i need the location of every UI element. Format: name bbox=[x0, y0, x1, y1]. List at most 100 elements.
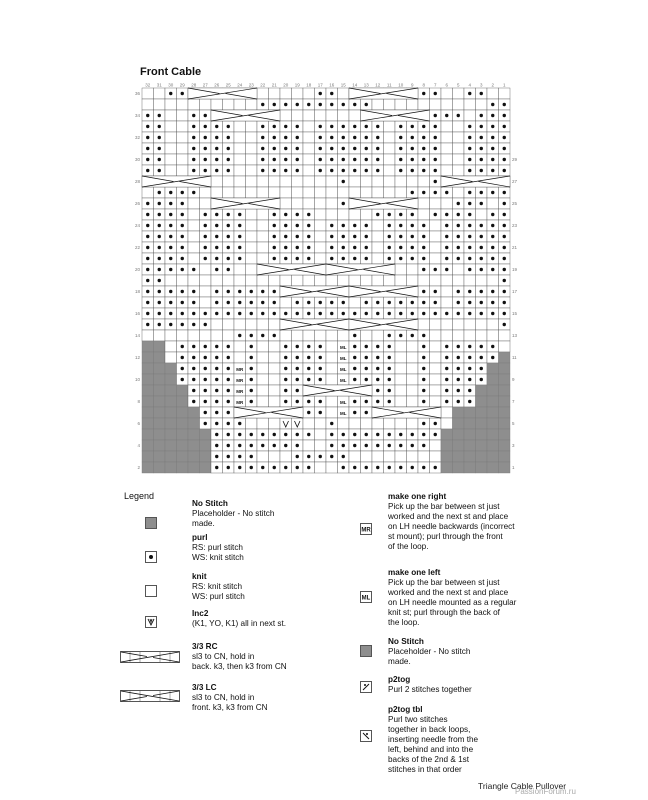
purl-dot bbox=[272, 168, 276, 173]
purl-dot bbox=[330, 223, 334, 228]
purl-dot bbox=[157, 113, 161, 118]
cable-crossing bbox=[325, 263, 396, 276]
purl-dot bbox=[249, 355, 253, 360]
purl-dot bbox=[146, 146, 150, 151]
column-label: 26 bbox=[214, 83, 220, 88]
legend-make-one-left: make one left Pick up the bar between st… bbox=[388, 568, 517, 627]
row-label-left: 14 bbox=[135, 333, 141, 338]
chart-cell bbox=[245, 186, 258, 199]
chart-cell bbox=[325, 340, 338, 353]
chart-cell bbox=[210, 318, 223, 331]
purl-dot bbox=[479, 146, 483, 151]
purl-dot bbox=[353, 410, 357, 415]
chart-cell bbox=[268, 362, 281, 375]
no-stitch-cell bbox=[153, 439, 166, 452]
purl-dot bbox=[180, 267, 184, 272]
purl-dot bbox=[502, 135, 506, 140]
chart-cell bbox=[325, 175, 338, 188]
no-stitch-cell bbox=[141, 417, 154, 430]
no-stitch-cell bbox=[141, 406, 154, 419]
purl-dot bbox=[192, 366, 196, 371]
chart-cell bbox=[141, 87, 154, 100]
purl-dot bbox=[387, 333, 391, 338]
column-label: 27 bbox=[203, 83, 209, 88]
chart-cell bbox=[440, 318, 453, 331]
no-stitch-cell bbox=[475, 439, 488, 452]
chart-cell bbox=[268, 340, 281, 353]
chart-cell bbox=[153, 98, 166, 111]
purl-dot bbox=[468, 234, 472, 239]
legend-inc2: Inc2 (K1, YO, K1) all in next st. bbox=[192, 609, 287, 628]
purl-dot bbox=[284, 355, 288, 360]
purl-dot bbox=[284, 245, 288, 250]
column-label: 29 bbox=[180, 83, 186, 88]
no-stitch-cell bbox=[153, 406, 166, 419]
purl-dot bbox=[180, 377, 184, 382]
purl-dot bbox=[433, 190, 437, 195]
purl-dot bbox=[468, 377, 472, 382]
no-stitch-cell bbox=[452, 439, 465, 452]
no-stitch-cell bbox=[141, 428, 154, 441]
chart-cell bbox=[360, 186, 373, 199]
purl-dot bbox=[307, 377, 311, 382]
purl-dot bbox=[169, 91, 173, 96]
purl-dot bbox=[479, 311, 483, 316]
purl-dot bbox=[215, 212, 219, 217]
chart-cell bbox=[256, 87, 269, 100]
no-stitch-cell bbox=[141, 373, 154, 386]
purl-dot bbox=[180, 355, 184, 360]
chart-cell bbox=[199, 274, 212, 287]
purl-dot bbox=[272, 311, 276, 316]
legend-title: Legend bbox=[124, 491, 155, 501]
chart-cell bbox=[371, 274, 384, 287]
purl-dot bbox=[376, 443, 380, 448]
purl-dot bbox=[445, 366, 449, 371]
purl-dot bbox=[479, 168, 483, 173]
chart-cell bbox=[141, 186, 154, 199]
purl-dot bbox=[341, 234, 345, 239]
cable-crossing bbox=[141, 175, 212, 188]
purl-dot bbox=[502, 311, 506, 316]
purl-dot bbox=[192, 168, 196, 173]
purl-dot bbox=[284, 399, 288, 404]
purl-dot bbox=[433, 113, 437, 118]
cable-crossing bbox=[440, 175, 511, 188]
no-stitch-cell bbox=[475, 384, 488, 397]
svg-text:ML: ML bbox=[362, 596, 371, 602]
no-stitch-cell bbox=[153, 340, 166, 353]
m1l-mark: ML bbox=[340, 400, 347, 405]
chart-cell bbox=[210, 186, 223, 199]
row-label-left: 20 bbox=[135, 267, 141, 272]
chart-cell bbox=[360, 417, 373, 430]
purl-dot bbox=[203, 421, 207, 426]
chart-cell bbox=[394, 450, 407, 463]
chart-cell bbox=[406, 98, 419, 111]
gray-square-icon bbox=[360, 645, 372, 657]
chart-cell bbox=[475, 329, 488, 342]
legend-p2tog: p2tog Purl 2 stitches together bbox=[388, 675, 472, 694]
chart-cell bbox=[233, 164, 246, 177]
purl-dot bbox=[203, 135, 207, 140]
chart-cell bbox=[256, 230, 269, 243]
no-stitch-cell bbox=[187, 417, 200, 430]
purl-dot bbox=[295, 465, 299, 470]
purl-dot bbox=[249, 432, 253, 437]
purl-dot bbox=[307, 399, 311, 404]
purl-dot bbox=[502, 146, 506, 151]
chart-cell bbox=[164, 98, 177, 111]
purl-dot bbox=[341, 443, 345, 448]
chart-cell bbox=[176, 120, 189, 133]
purl-dot bbox=[502, 267, 506, 272]
purl-dot bbox=[284, 256, 288, 261]
purl-dot bbox=[192, 135, 196, 140]
purl-dot bbox=[364, 410, 368, 415]
cable-crossing bbox=[302, 384, 373, 397]
chart-cell bbox=[164, 340, 177, 353]
purl-dot bbox=[272, 135, 276, 140]
no-stitch-cell bbox=[153, 417, 166, 430]
purl-dot bbox=[169, 212, 173, 217]
purl-dot bbox=[146, 289, 150, 294]
no-stitch-cell bbox=[498, 351, 511, 364]
purl-dot bbox=[318, 377, 322, 382]
chart-cell bbox=[233, 153, 246, 166]
